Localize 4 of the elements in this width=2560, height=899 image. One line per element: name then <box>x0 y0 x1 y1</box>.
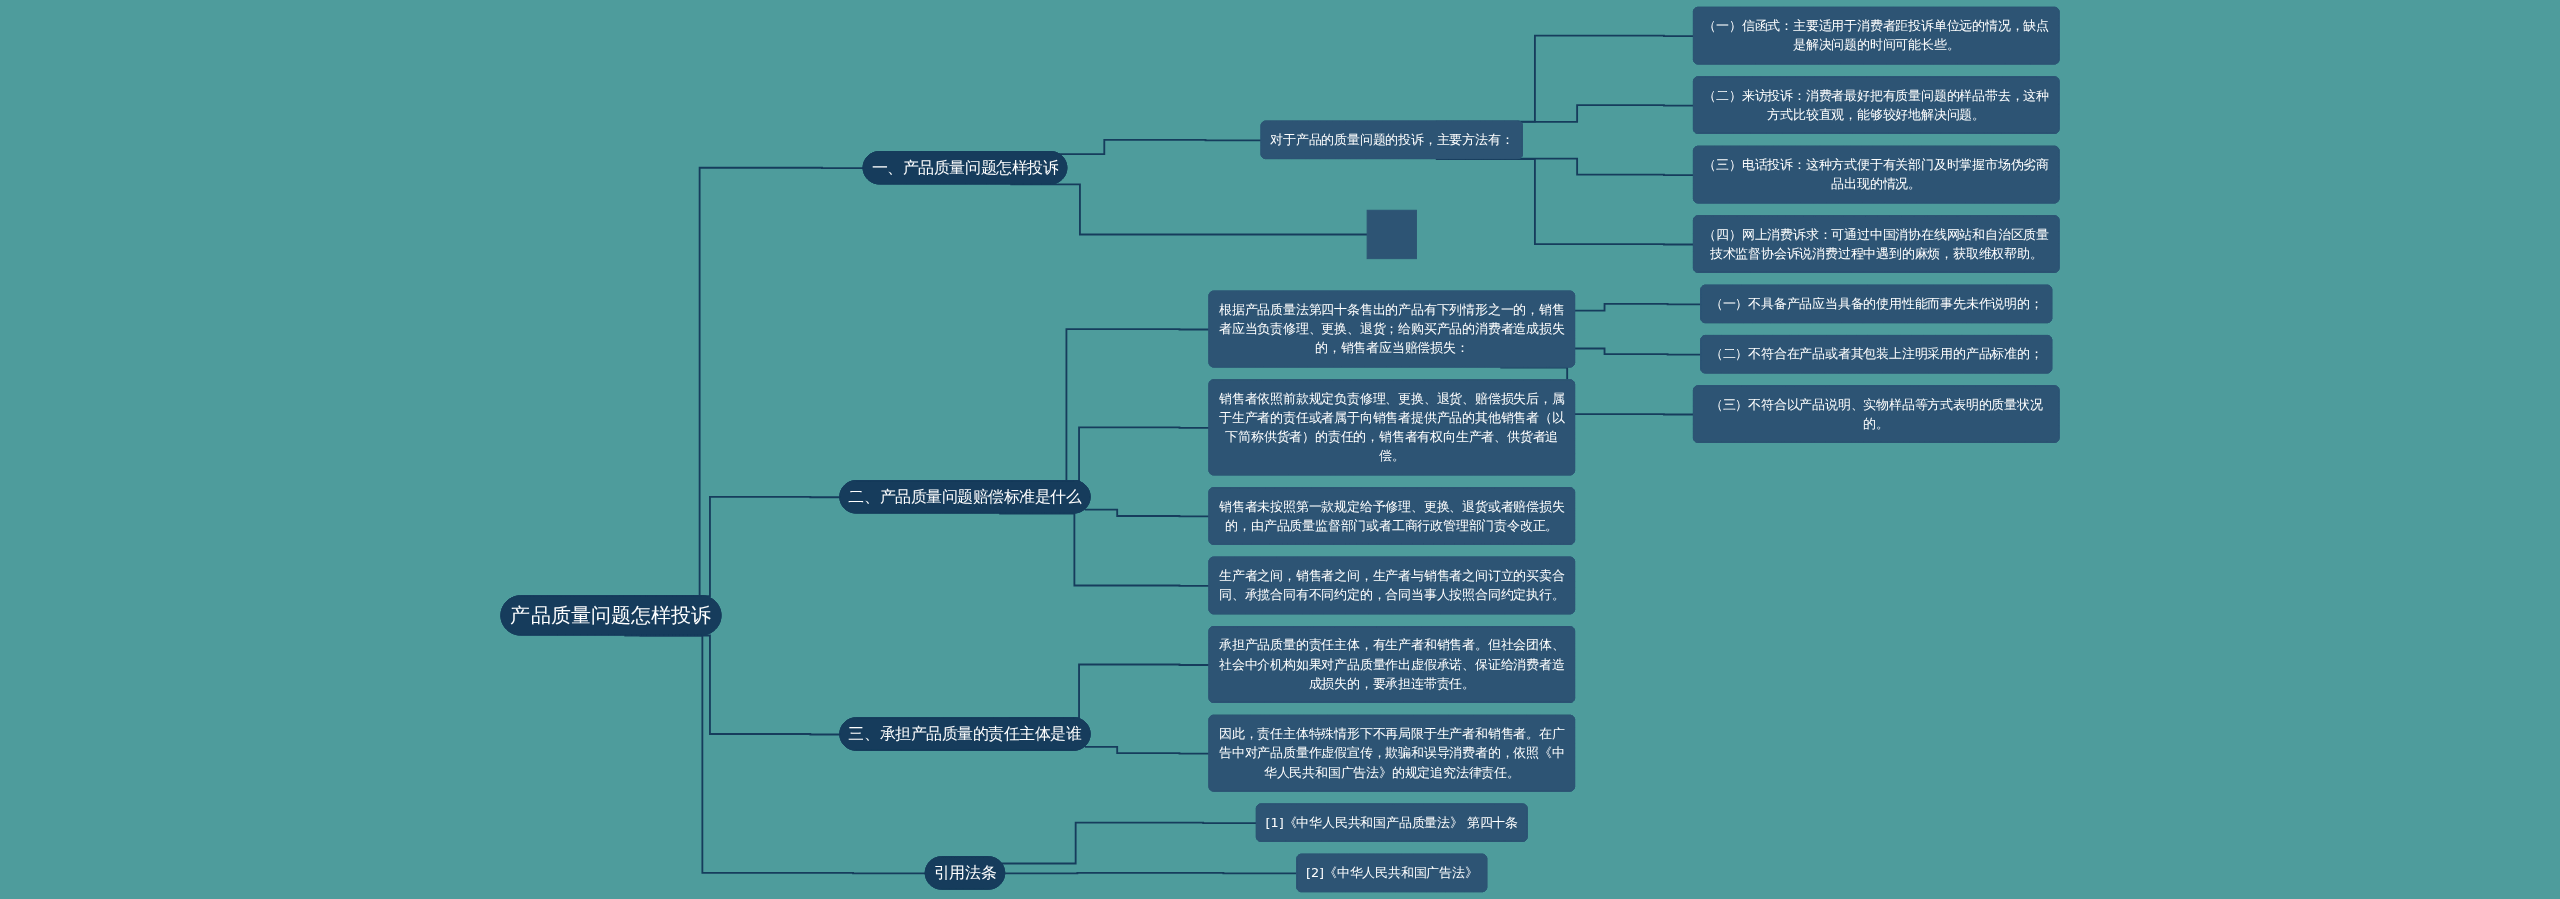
node-box <box>1366 209 1417 260</box>
connector <box>1000 821 1258 865</box>
connector <box>1519 104 1695 123</box>
connector <box>1058 138 1263 155</box>
